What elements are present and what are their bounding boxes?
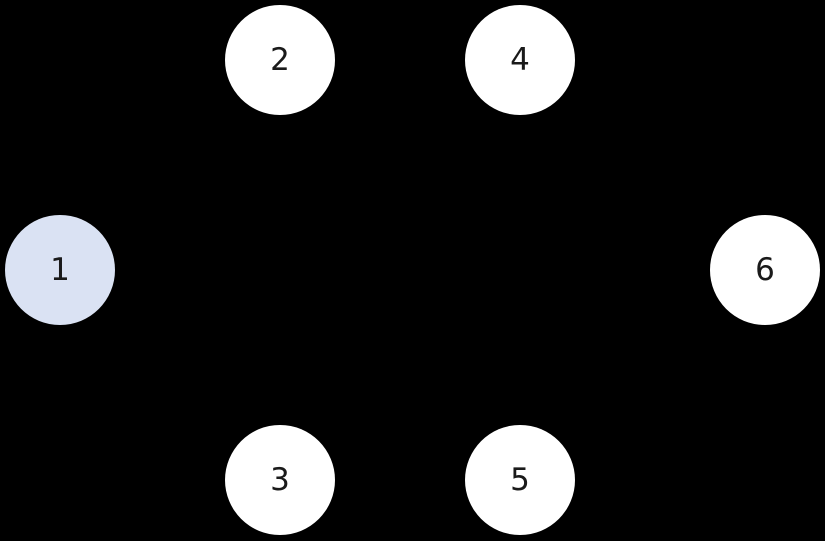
graph-node-label: 2: [270, 41, 290, 78]
graph-node-label: 3: [270, 461, 290, 498]
graph-node-1[interactable]: 1: [5, 215, 115, 325]
graph-node-3[interactable]: 3: [225, 425, 335, 535]
graph-node-label: 5: [510, 461, 530, 498]
graph-node-5[interactable]: 5: [465, 425, 575, 535]
graph-node-6[interactable]: 6: [710, 215, 820, 325]
graph-node-label: 1: [50, 251, 70, 288]
graph-node-label: 6: [755, 251, 775, 288]
graph-node-2[interactable]: 2: [225, 5, 335, 115]
graph-node-label: 4: [510, 41, 530, 78]
graph-node-4[interactable]: 4: [465, 5, 575, 115]
